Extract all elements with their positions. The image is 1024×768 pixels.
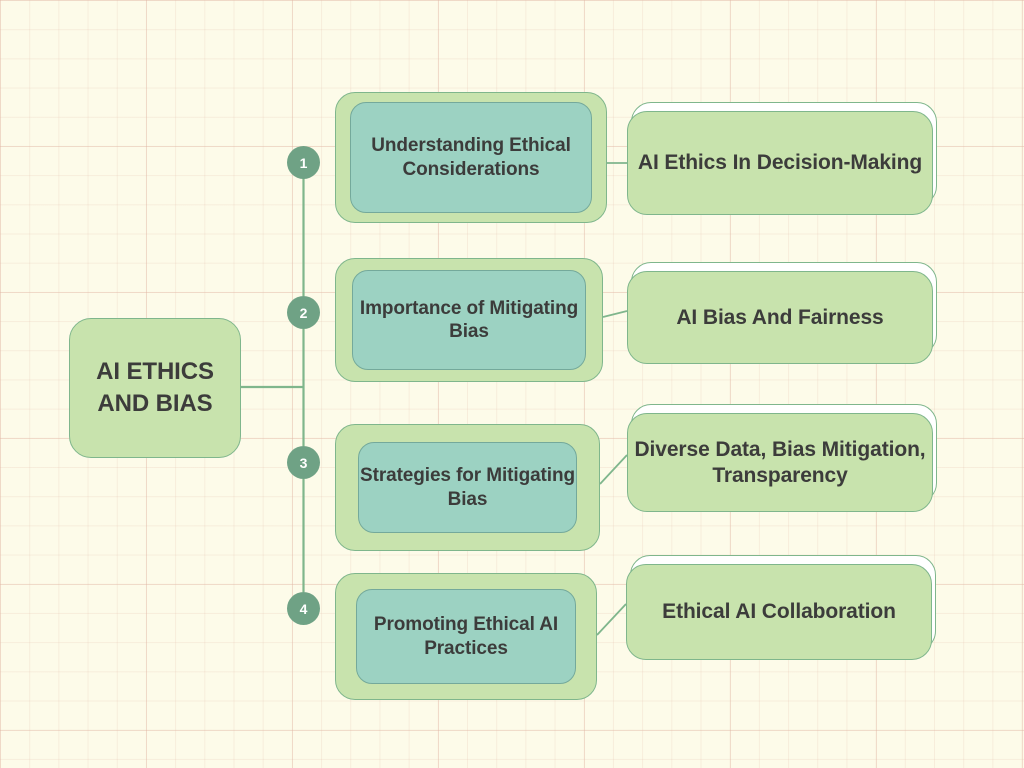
topic-box-1-inner: Understanding Ethical Considerations [350, 102, 592, 213]
root-node-label: AI ETHICS AND BIAS [96, 358, 214, 417]
branch-badge-1-number: 1 [299, 154, 308, 171]
topic-box-3[interactable]: Strategies for Mitigating Bias [335, 424, 600, 551]
detail-card-3[interactable]: Diverse Data, Bias Mitigation, Transpare… [627, 404, 937, 512]
topic-box-4-inner: Promoting Ethical AI Practices [356, 589, 576, 684]
detail-card-2-label: AI Bias And Fairness [676, 305, 884, 329]
topic-box-3-inner: Strategies for Mitigating Bias [358, 442, 577, 533]
branch-badge-4-number: 4 [299, 600, 308, 617]
detail-card-1-label: AI Ethics In Decision-Making [637, 151, 923, 175]
topic-box-4-label: Promoting Ethical AI Practices [373, 614, 559, 659]
detail-card-4[interactable]: Ethical AI Collaboration [626, 555, 936, 660]
topic-box-2[interactable]: Importance of Mitigating Bias [335, 258, 603, 382]
branch-badge-2-number: 2 [299, 304, 308, 321]
detail-card-1[interactable]: AI Ethics In Decision-Making [627, 102, 937, 215]
detail-card-3-label: Diverse Data, Bias Mitigation, Transpare… [634, 437, 926, 487]
branch-badge-4[interactable]: 4 [287, 592, 320, 625]
branch-badge-3-number: 3 [299, 454, 308, 471]
topic-box-1-label: Understanding Ethical Considerations [371, 135, 571, 180]
branch-badge-3[interactable]: 3 [287, 446, 320, 479]
detail-card-2[interactable]: AI Bias And Fairness [627, 262, 937, 364]
topic-box-2-inner: Importance of Mitigating Bias [352, 270, 586, 370]
detail-card-3-front-layer: Diverse Data, Bias Mitigation, Transpare… [627, 413, 933, 512]
detail-card-2-front-layer: AI Bias And Fairness [627, 271, 933, 364]
topic-box-1[interactable]: Understanding Ethical Considerations [335, 92, 607, 223]
branch-badge-1[interactable]: 1 [287, 146, 320, 179]
branch-badge-2[interactable]: 2 [287, 296, 320, 329]
topic-box-2-label: Importance of Mitigating Bias [359, 297, 579, 342]
root-node[interactable]: AI ETHICS AND BIAS [69, 318, 241, 458]
detail-card-1-front-layer: AI Ethics In Decision-Making [627, 111, 933, 215]
topic-box-4[interactable]: Promoting Ethical AI Practices [335, 573, 597, 700]
detail-card-4-label: Ethical AI Collaboration [662, 600, 896, 624]
detail-card-4-front-layer: Ethical AI Collaboration [626, 564, 932, 660]
topic-box-3-label: Strategies for Mitigating Bias [360, 465, 575, 510]
